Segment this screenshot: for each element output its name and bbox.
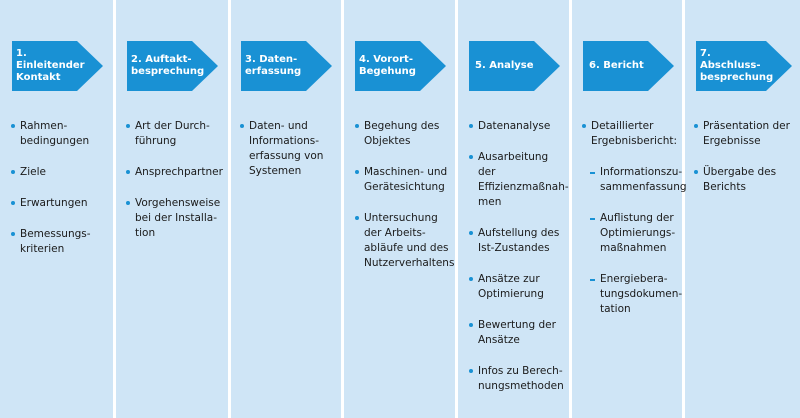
step-5-items: Datenanalyse Ausarbeitung der Effizienzm…	[469, 119, 569, 410]
list-item: Ansätze zur Optimierung	[469, 272, 567, 302]
item-text: Untersuchung der Arbeits- abläufe und de…	[364, 212, 455, 269]
item-text: Präsentation der Ergebnisse	[703, 120, 790, 147]
list-item: Begehung des Objektes	[355, 119, 453, 149]
step-1-items: Rahmen- bedingungen Ziele Erwartungen Be…	[11, 119, 109, 273]
list-item: Datenanalyse	[469, 119, 567, 134]
sub-list-item: Energiebera- tungsdokumen- tation	[582, 272, 683, 317]
list-item: Übergabe des Berichts	[694, 165, 798, 195]
item-text: Ansprechpartner	[135, 166, 223, 178]
list-item: Ziele	[11, 165, 109, 180]
list-item: Vorgehensweise bei der Installa- tion	[126, 196, 226, 241]
item-text: Ansätze zur Optimierung	[478, 273, 544, 300]
list-item: Bewertung der Ansätze	[469, 318, 567, 348]
item-text: Maschinen- und Gerätesichtung	[364, 166, 448, 193]
item-text: Vorgehensweise bei der Installa- tion	[135, 197, 221, 239]
list-item: Untersuchung der Arbeits- abläufe und de…	[355, 211, 455, 271]
step-4-items: Begehung des Objektes Maschinen- und Ger…	[355, 119, 455, 287]
list-item: Maschinen- und Gerätesichtung	[355, 165, 453, 195]
item-text: Übergabe des Berichts	[703, 166, 777, 193]
list-item: Ausarbeitung der Effizienzmaßnah- men	[469, 150, 569, 210]
list-item: Rahmen- bedingungen	[11, 119, 109, 149]
item-text: Bemessungs- kriterien	[20, 228, 91, 255]
list-item: Detaillierter Ergebnisbericht:	[582, 119, 680, 149]
sub-list-item: Informationszu- sammenfassung	[582, 165, 687, 195]
list-item: Daten- und Informations- erfassung von S…	[240, 119, 336, 179]
item-text: Erwartungen	[20, 197, 88, 209]
item-text: Rahmen- bedingungen	[20, 120, 90, 147]
item-text: Ziele	[20, 166, 46, 178]
item-text: Daten- und Informations- erfassung von S…	[249, 120, 324, 177]
item-text: Aufstellung des Ist-Zustandes	[478, 227, 560, 254]
item-text: Energiebera- tungsdokumen- tation	[600, 273, 683, 315]
sub-list-item: Auflistung der Optimierungs- maßnahmen	[582, 211, 680, 256]
list-item: Bemessungs- kriterien	[11, 227, 109, 257]
item-text: Ausarbeitung der Effizienzmaßnah- men	[478, 151, 569, 208]
item-text: Informationszu- sammenfassung	[600, 166, 687, 193]
list-item: Ansprechpartner	[126, 165, 226, 180]
list-item: Art der Durch- führung	[126, 119, 226, 149]
item-text: Begehung des Objektes	[364, 120, 440, 147]
step-7-items: Präsentation der Ergebnisse Übergabe des…	[694, 119, 798, 211]
item-text: Auflistung der Optimierungs- maßnahmen	[600, 212, 676, 254]
list-item: Infos zu Berech- nungsmethoden	[469, 364, 567, 394]
step-2-items: Art der Durch- führung Ansprechpartner V…	[126, 119, 226, 257]
list-item: Aufstellung des Ist-Zustandes	[469, 226, 567, 256]
item-text: Infos zu Berech- nungsmethoden	[478, 365, 564, 392]
list-item: Präsentation der Ergebnisse	[694, 119, 798, 149]
step-6-items: Detaillierter Ergebnisbericht: Informati…	[582, 119, 687, 333]
list-item: Erwartungen	[11, 196, 109, 211]
item-text: Datenanalyse	[478, 120, 551, 132]
item-text: Detaillierter Ergebnisbericht:	[591, 120, 678, 147]
item-text: Bewertung der Ansätze	[478, 319, 556, 346]
item-text: Art der Durch- führung	[135, 120, 210, 147]
step-3-items: Daten- und Informations- erfassung von S…	[240, 119, 336, 195]
